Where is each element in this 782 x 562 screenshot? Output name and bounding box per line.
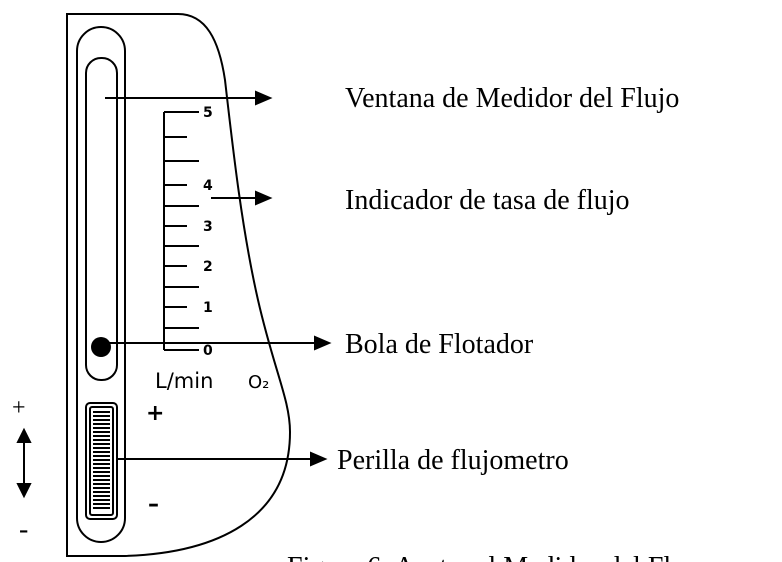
- label-indicator: Indicador de tasa de flujo: [345, 185, 630, 216]
- scale-label-5: 5: [203, 105, 213, 121]
- scale-label-4: 4: [203, 178, 213, 194]
- arrow-window: [105, 90, 273, 106]
- flowmeter-window: [85, 57, 118, 381]
- scale-label-1: 1: [203, 300, 213, 316]
- knob-minus-mark: –: [148, 492, 159, 517]
- knob-ridges: [93, 411, 110, 509]
- side-plus-mark: +: [12, 395, 26, 421]
- side-minus-mark: -: [19, 514, 28, 545]
- callout-arrows: [101, 90, 332, 467]
- arrow-indicator: [211, 190, 273, 206]
- arrow-knob: [117, 451, 328, 467]
- scale-label-0: 0: [203, 343, 213, 359]
- arrow-float-ball: [101, 335, 332, 351]
- inner-frame: [76, 26, 126, 543]
- gas-label: O₂: [248, 372, 269, 393]
- scale-label-2: 2: [203, 259, 213, 275]
- scale-ticks: [164, 111, 199, 351]
- label-knob: Perilla de flujometro: [337, 445, 569, 476]
- flowmeter-knob[interactable]: [85, 402, 118, 520]
- double-arrow-icon: [16, 427, 32, 499]
- label-float-ball: Bola de Flotador: [345, 329, 534, 360]
- unit-label: L/min: [155, 369, 213, 393]
- label-window: Ventana de Medidor del Flujo: [345, 83, 679, 114]
- knob-plus-mark: +: [146, 401, 164, 426]
- figure-caption: Figura 6: Austar el Medidor del Fl: [287, 552, 671, 562]
- float-ball: [91, 337, 111, 357]
- scale-label-3: 3: [203, 219, 213, 235]
- flowmeter-body: [66, 13, 292, 557]
